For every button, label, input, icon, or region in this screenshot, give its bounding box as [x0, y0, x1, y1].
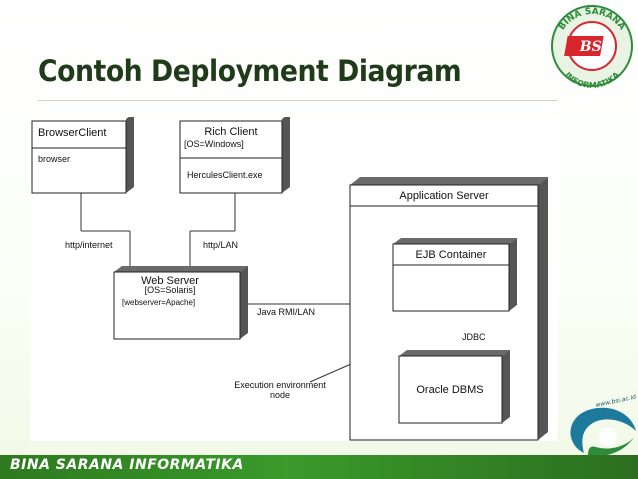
label-http-lan: http/LAN [203, 240, 238, 250]
node-rich-client: Rich Client [OS=Windows] HerculesClient.… [179, 117, 290, 194]
web-server-name: Web Server [141, 275, 199, 287]
rich-client-stereotype: [OS=Windows] [184, 139, 244, 149]
diagram-canvas: BrowserClient browser Rich Client [OS=Wi… [31, 117, 548, 441]
label-jdbc: JDBC [462, 332, 486, 342]
web-server-os-tag: [OS=Solaris] [145, 285, 196, 295]
application-server-name: Application Server [399, 190, 489, 202]
node-oracle-dbms: Oracle DBMS [398, 350, 510, 424]
deployment-diagram: BrowserClient browser Rich Client [OS=Wi… [30, 117, 558, 441]
label-http-internet: http/internet [65, 240, 113, 250]
logo-website-text: www.bsi.ac.id [595, 394, 637, 409]
title-divider [38, 100, 558, 101]
logo-emblem-text: BSI [579, 39, 609, 55]
rich-client-artifact: HerculesClient.exe [187, 170, 263, 180]
annotation-line-1: Execution environment [234, 380, 326, 390]
rich-client-name: Rich Client [204, 126, 257, 138]
footer-brand-text: BINA SARANA INFORMATIKA [10, 457, 244, 473]
web-server-config-tag: [webserver=Apache] [122, 298, 195, 307]
node-ejb-container: EJB Container [392, 238, 517, 312]
browser-client-name: BrowserClient [38, 127, 106, 139]
annotation-line-2: node [270, 390, 290, 400]
footer-bar: BINA SARANA INFORMATIKA [0, 455, 638, 479]
ejb-container-name: EJB Container [416, 249, 487, 261]
browser-client-artifact: browser [38, 154, 70, 164]
node-browser-client: BrowserClient browser [31, 117, 134, 194]
node-web-server: Web Server [OS=Solaris] [webserver=Apach… [113, 266, 248, 340]
slide-title: Contoh Deployment Diagram [38, 54, 462, 88]
label-java-rmi: Java RMI/LAN [257, 307, 315, 317]
bsi-swoosh-logo-icon: www.bsi.ac.id [570, 394, 637, 457]
oracle-dbms-name: Oracle DBMS [416, 384, 483, 396]
bsi-logo-icon: BINA SARANA INFORMATIKA BSI [551, 5, 633, 90]
